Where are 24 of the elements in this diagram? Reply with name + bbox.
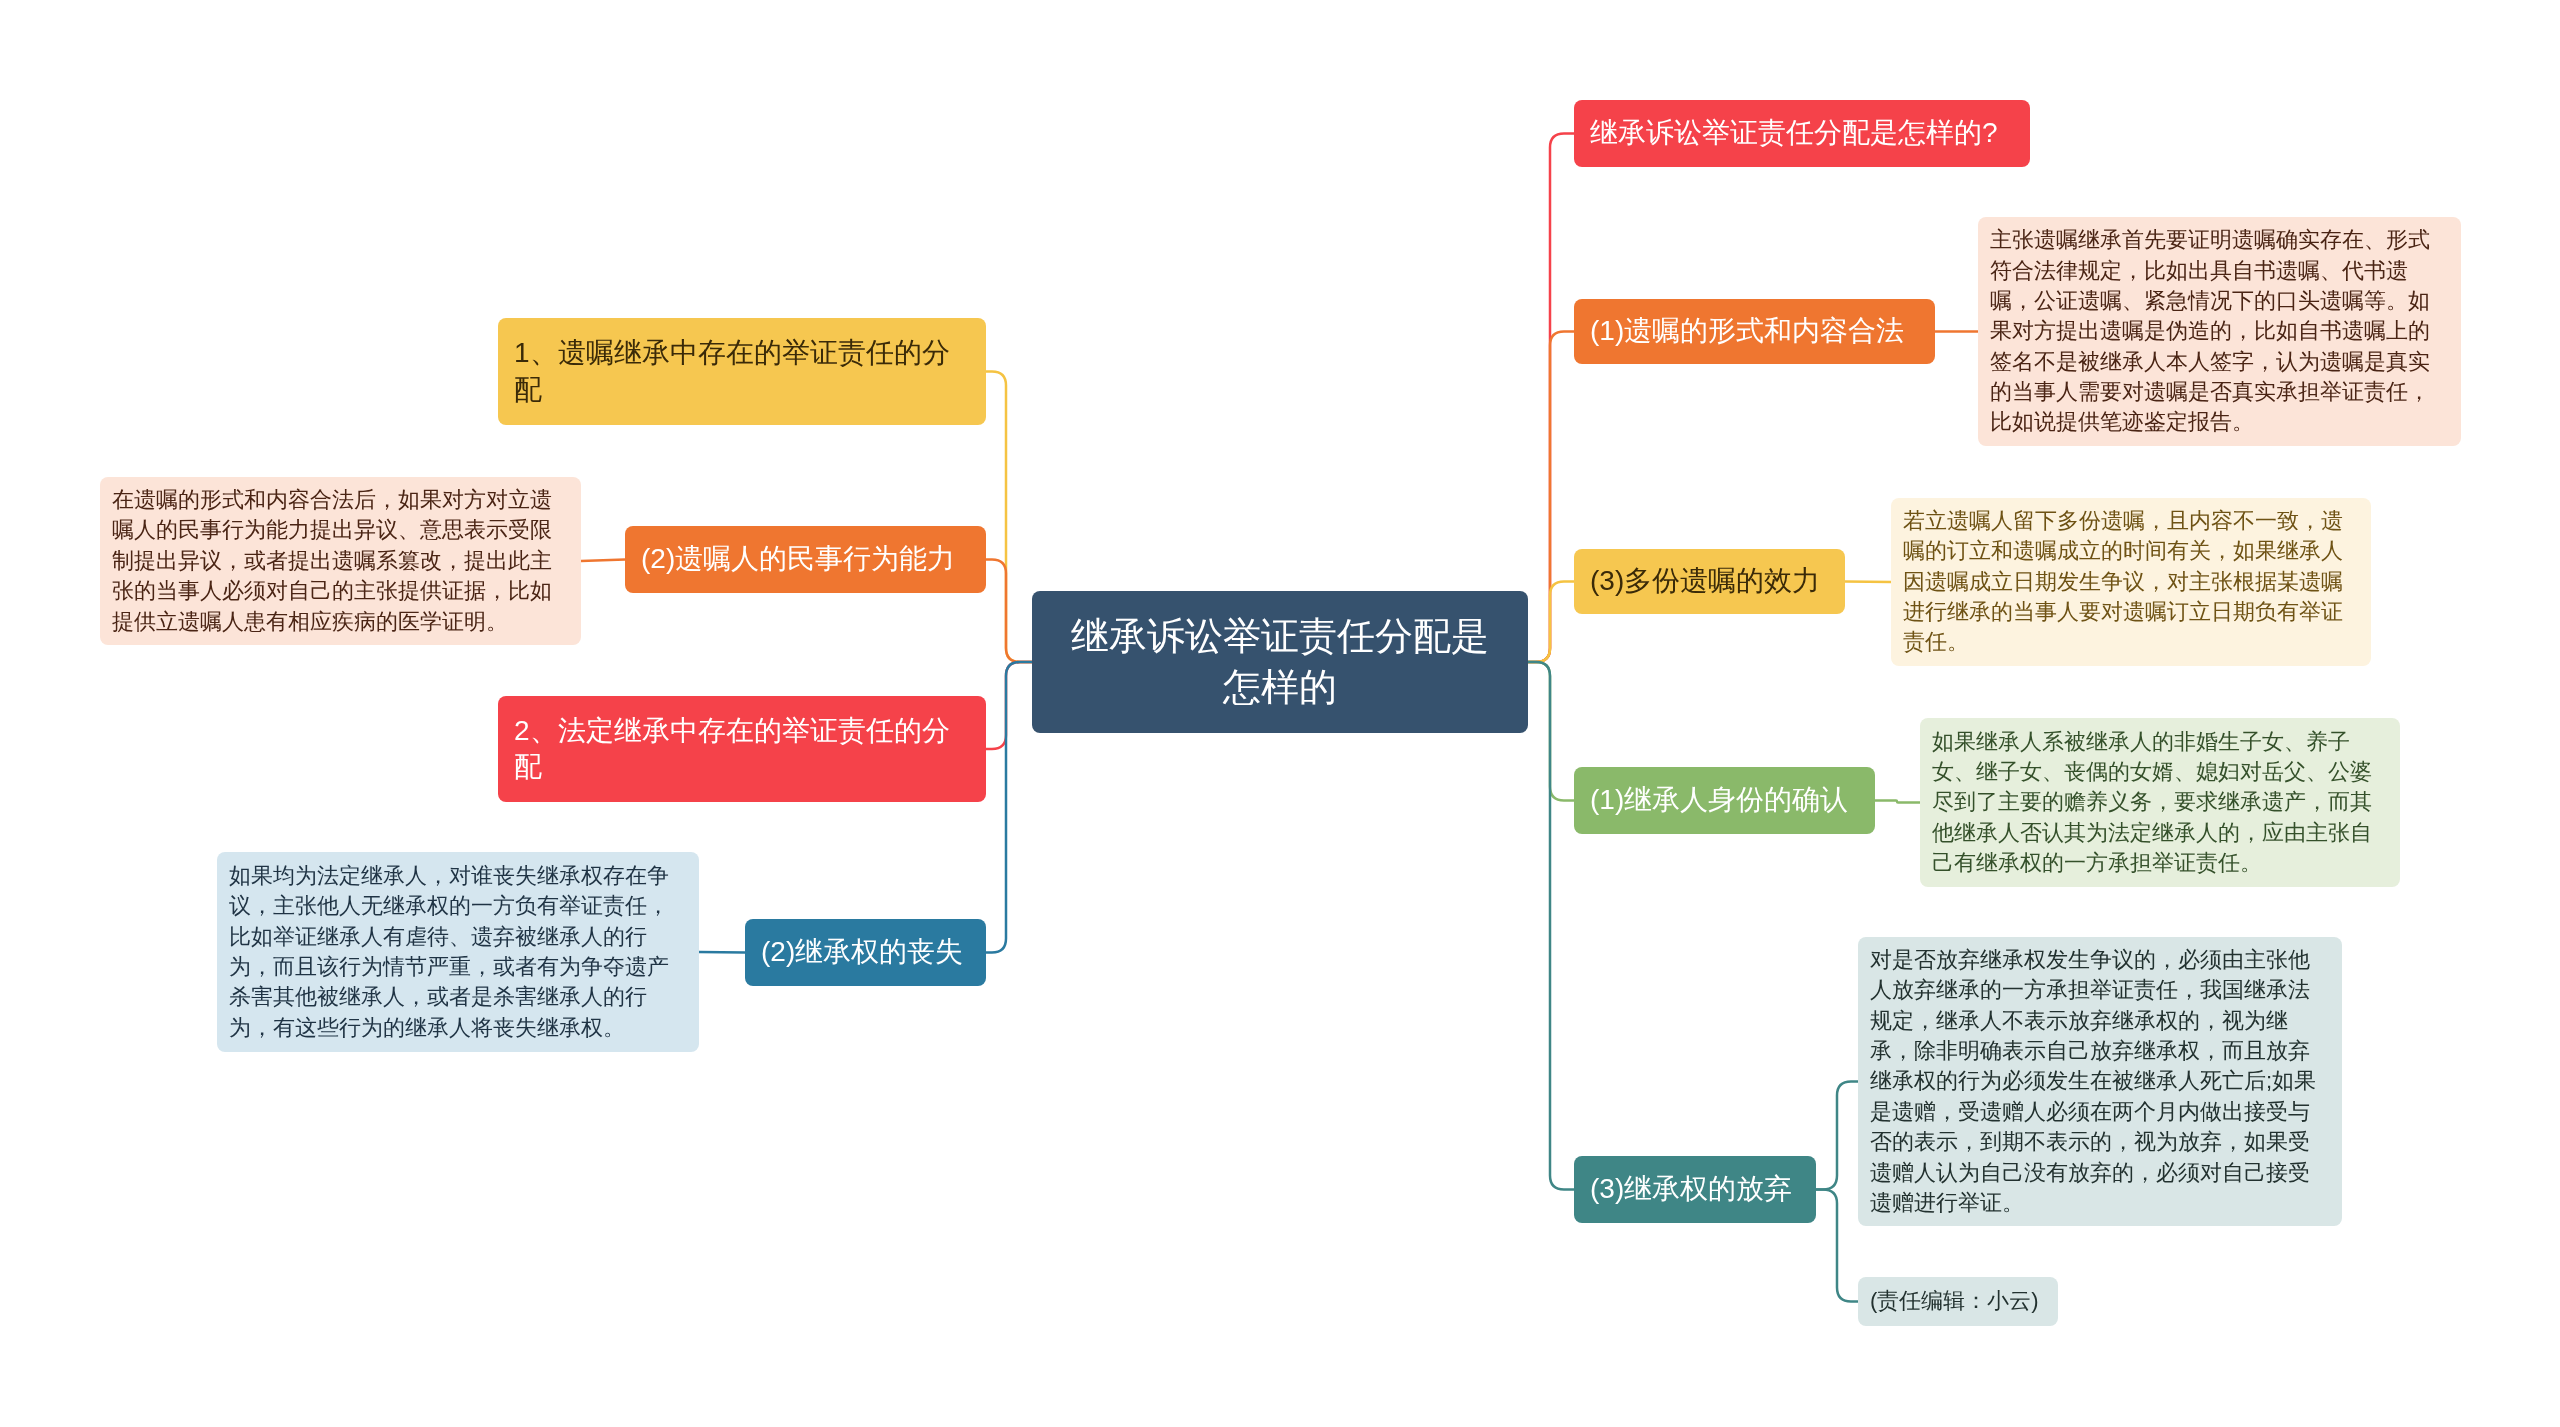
note-box: 主张遗嘱继承首先要证明遗嘱确实存在、形式符合法律规定，比如出具自书遗嘱、代书遗嘱，公证遗嘱、紧急情况下的口头遗嘱等。如果对方提出遗嘱是伪造的，比如自书遗嘱上的签名不是被继承人本人签字，认为遗嘱是真实的当事人需要对遗嘱是否真实承担举证责任，比如说提供笔迹鉴定报告。 [1978, 217, 2461, 446]
branch-box: (2)继承权的丧失 [745, 919, 986, 986]
branch-box: (3)继承权的放弃 [1574, 1156, 1816, 1223]
connector [1816, 1188, 1858, 1303]
note-box: (责任编辑：小云) [1858, 1277, 2058, 1326]
connector [1845, 580, 1891, 584]
connector [1935, 330, 1978, 333]
note-box: 如果继承人系被继承人的非婚生子女、养子女、继子女、丧偶的女婿、媳妇对岳父、公婆尽到了主要的赡养义务，要求继承遗产，而其他继承人否认其为法定继承人的，应由主张自己有继承权的一方承担举证责任。 [1920, 718, 2400, 887]
connector [580, 558, 626, 563]
branch-box: 继承诉讼举证责任分配是怎样的? [1574, 100, 2030, 167]
connector [699, 950, 745, 954]
branch-box: (1)遗嘱的形式和内容合法 [1574, 299, 1935, 364]
connector [1528, 660, 1574, 1191]
branch-box: 1、遗嘱继承中存在的举证责任的分配 [498, 318, 986, 425]
branch-box: (3)多份遗嘱的效力 [1574, 549, 1845, 614]
branch-box: (1)继承人身份的确认 [1574, 767, 1875, 834]
note-box: 对是否放弃继承权发生争议的，必须由主张他人放弃继承的一方承担举证责任，我国继承法规定，继承人不表示放弃继承权的，视为继承，除非明确表示自己放弃继承权，而且放弃继承权的行为必须发生在被继承人死亡后;如果是遗赠，受遗赠人必须在两个月内做出接受与否的表示，到期不表示的，视为放弃，如果受遗赠人认为自己没有放弃的，必须对自己接受遗赠进行举证。 [1858, 937, 2342, 1227]
connector [1875, 799, 1920, 804]
note-box: 若立遗嘱人留下多份遗嘱，且内容不一致，遗嘱的订立和遗嘱成立的时间有关，如果继承人因遗嘱成立日期发生争议，对主张根据某遗嘱进行继承的当事人要对遗嘱订立日期负有举证责任。 [1891, 498, 2371, 666]
branch-box: 2、法定继承中存在的举证责任的分配 [498, 696, 986, 802]
note-box: 如果均为法定继承人，对谁丧失继承权存在争议，主张他人无继承权的一方负有举证责任，比如举证继承人有虐待、遗弃被继承人的行为，而且该行为情节严重，或者有为争夺遗产杀害其他被继承人，或者是杀害继承人的行为，有这些行为的继承人将丧失继承权。 [217, 852, 699, 1052]
topic-box: 继承诉讼举证责任分配是怎样的 [1032, 591, 1528, 733]
note-box: 在遗嘱的形式和内容合法后，如果对方对立遗嘱人的民事行为能力提出异议、意思表示受限制提出异议，或者提出遗嘱系篡改，提出此主张的当事人必须对自己的主张提供证据，比如提供立遗嘱人患有相应疾病的医学证明。 [100, 477, 581, 645]
branch-box: (2)遗嘱人的民事行为能力 [625, 526, 986, 593]
